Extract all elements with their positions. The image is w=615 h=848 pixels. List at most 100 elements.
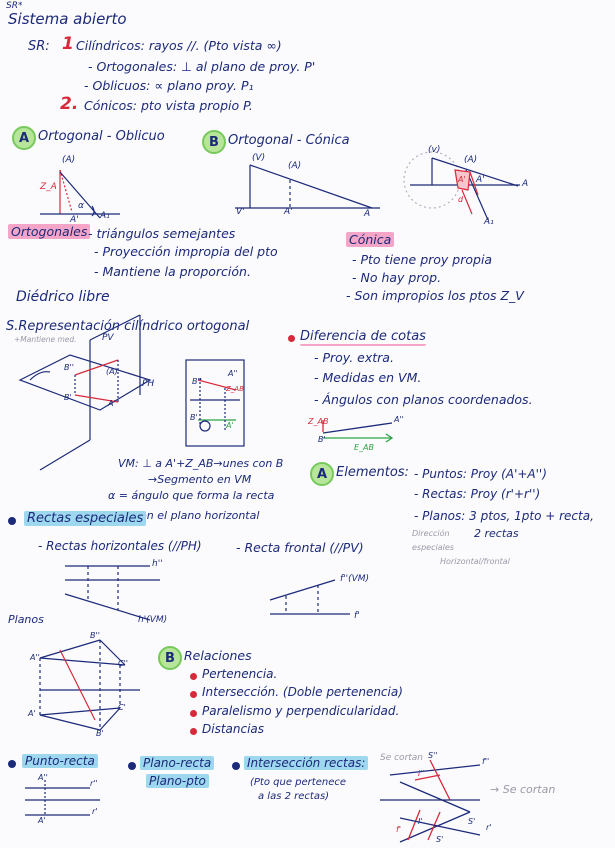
relaciones-item-4: Distancias: [202, 722, 265, 736]
vm-line-1: VM: ⊥ a A'+Z_AB→unes con B: [118, 457, 284, 470]
fig-b-label-vprime: V': [236, 207, 245, 217]
sr-mark: SR*: [6, 1, 23, 11]
bullet-punto-recta: [8, 760, 16, 768]
section-b-title: Ortogonal - Cónica: [228, 133, 350, 148]
planos-label-c2: C'': [118, 659, 128, 668]
conic-label-d: d: [458, 195, 464, 204]
elementos-sub-3: especiales: [412, 543, 454, 552]
planos-label-b2: B'': [90, 631, 100, 640]
vm-line-3: α = ángulo que forma la recta: [108, 489, 275, 502]
rep-label-a1: (A): [106, 367, 118, 376]
bullet-rel-4: [190, 728, 197, 735]
dif-label-zab: Z_AB: [308, 417, 329, 426]
sr-line-1a: - Ortogonales: ⊥ al plano de proy. P': [88, 59, 316, 74]
bullet-diferencia: [288, 335, 295, 342]
punto-recta-title-text: Punto-recta: [22, 754, 98, 768]
int-label-f2: f'': [482, 757, 490, 766]
fig-b-label-aend: A: [364, 209, 371, 219]
badge-elementos: A: [310, 462, 334, 486]
conic-label-aend: A: [522, 179, 529, 189]
fig-a-label-za: Z_A: [40, 182, 57, 192]
fig-b-label-a: (A): [288, 161, 302, 171]
vm-line-2: →Segmento en VM: [148, 473, 252, 486]
fig-b-label-aprime: A': [284, 207, 293, 217]
plano-recta-title: Plano-recta: [140, 756, 215, 770]
planos-label-b1: B': [96, 729, 104, 738]
planos-label-a2: A'': [30, 653, 40, 662]
representacion-note: +Mantiene med.: [14, 335, 77, 344]
plano-pto-title-text: Plano-pto: [146, 774, 209, 788]
int-label-s1: S': [468, 817, 476, 826]
elementos-item-1: - Puntos: Proy (A'+A''): [414, 467, 547, 481]
fig-a-label-a1b: A₁: [100, 211, 110, 221]
rectas-horizontal: - Rectas horizontales (//PH): [38, 539, 202, 553]
pr-label-a2: A'': [38, 773, 48, 782]
label-f1: f': [354, 611, 360, 621]
bullet-rel-3: [190, 710, 197, 717]
ortogonales-tag: Ortogonales: [8, 224, 91, 239]
conic-label-a1: A₁: [484, 217, 494, 227]
rectas-especiales-title-text: Rectas especiales: [24, 511, 147, 526]
fig-punto-recta: [25, 780, 100, 816]
diferencia-item-2: - Medidas en VM.: [314, 370, 422, 385]
rep-d-label-a2: A': [226, 421, 234, 430]
sr-number-1: 1: [62, 34, 74, 54]
conica-item-2: - No hay prop.: [352, 270, 442, 285]
page-title: Sistema abierto: [8, 10, 127, 28]
elementos-sub-2: 2 rectas: [474, 527, 519, 540]
fig-ortogonal-conica: [235, 164, 380, 209]
bullet-rel-2: [190, 691, 197, 698]
relaciones-item-3: Paralelismo y perpendicularidad.: [202, 704, 400, 718]
fig-planos: [39, 639, 140, 731]
int-label-s1b: S': [436, 835, 444, 844]
se-cortan-a: Se cortan: [380, 753, 424, 763]
bullet-rel-1: [190, 673, 197, 680]
ortogonales-item-3: - Mantiene la proporción.: [94, 264, 251, 279]
label-h2: h'': [152, 559, 163, 569]
conic-label-aprime: A': [476, 175, 485, 185]
rep-label-ph: PH: [142, 379, 155, 389]
fig-a-label-a1: (A): [62, 155, 76, 165]
diferencia-item-3: - Ángulos con planos coordenados.: [314, 392, 533, 407]
sr-line-2: Cónicos: pto vista propio P.: [84, 98, 253, 113]
section-a-title: Ortogonal - Oblicuo: [38, 129, 165, 144]
fig-diedrico-3d: [18, 314, 152, 471]
relaciones-item-2: Intersección. (Doble pertenencia): [202, 685, 403, 699]
rep-label-a2: A': [108, 399, 116, 408]
int-label-r: r': [486, 823, 492, 832]
rectas-especiales-title: Rectas especiales: [24, 511, 147, 526]
interseccion-note-1: (Pto que pertenece: [250, 777, 346, 788]
label-f2: f''(VM): [340, 574, 370, 584]
conica-item-1: - Pto tiene proy propia: [352, 252, 493, 267]
pr-label-r1: r': [92, 807, 98, 816]
badge-b: B: [202, 130, 226, 154]
plano-pto-title: Plano-pto: [146, 774, 209, 788]
fig-recta-horizontal: [64, 565, 160, 621]
rectas-frontal: - Recta frontal (//PV): [236, 540, 364, 555]
diferencia-title: Diferencia de cotas: [300, 329, 426, 346]
int-label-f1: f': [396, 825, 402, 834]
vm-line-4: con el plano horizontal: [134, 509, 260, 522]
interseccion-title: Intersección rectas:: [244, 756, 369, 770]
diferencia-item-1: - Proy. extra.: [314, 350, 394, 365]
bullet-interseccion: [232, 762, 240, 770]
conic-label-v: (v): [428, 145, 441, 155]
int-label-i2: I'': [418, 769, 425, 778]
conica-item-3: - Son impropios los ptos Z_V: [346, 288, 524, 303]
ortogonales-item-1: - triángulos semejantes: [88, 226, 236, 241]
ortogonales-tag-text: Ortogonales: [8, 224, 91, 239]
dif-label-b: B': [318, 435, 326, 444]
elementos-sub-4: Horizontal/frontal: [440, 557, 510, 566]
fig-b-label-v: (V): [252, 153, 266, 163]
relaciones-item-1: Pertenencia.: [202, 667, 278, 681]
badge-relaciones: B: [158, 646, 182, 670]
conica-tag: Cónica: [346, 232, 395, 247]
bullet-rectas: [8, 517, 16, 525]
diferencia-title-text: Diferencia de cotas: [300, 329, 426, 346]
bullet-plano-recta: [128, 762, 136, 770]
planos-label-c1: C': [118, 703, 126, 712]
punto-recta-title: Punto-recta: [22, 754, 98, 768]
conica-tag-text: Cónica: [346, 232, 395, 247]
rep-label-b2: B': [64, 393, 72, 402]
